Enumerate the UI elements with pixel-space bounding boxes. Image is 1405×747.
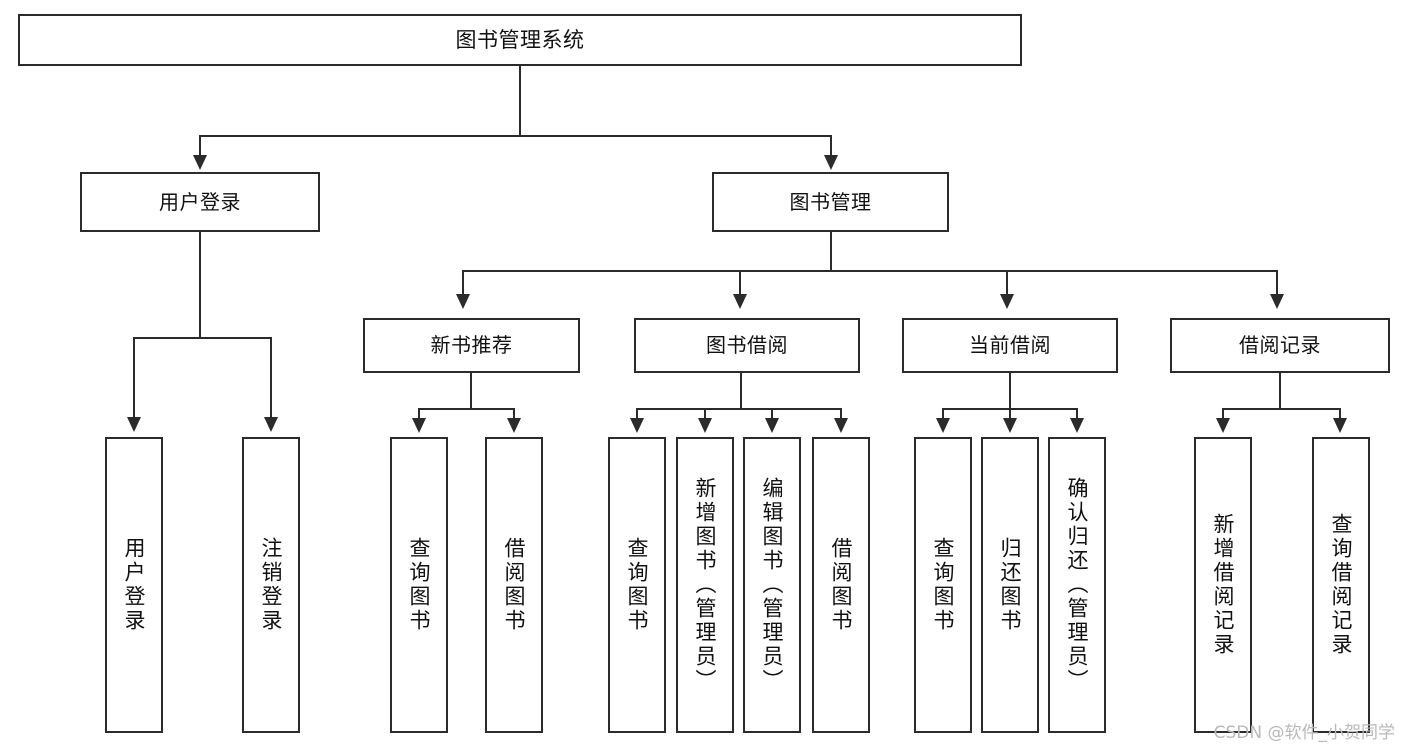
connector-user-login-drop-2 [270, 337, 272, 419]
node-leaf-borrow-book-1: 借阅图书 [485, 437, 543, 733]
arrow-to-new-book-rec [456, 294, 470, 309]
node-leaf-query-record: 查询借阅记录 [1312, 437, 1370, 733]
connector-new-book-rec-drop-1 [418, 408, 420, 420]
connector-borrow-record-drop-1 [1222, 408, 1224, 420]
connector-to-user-login [199, 135, 201, 157]
arrow-leaf-query-record [1333, 418, 1347, 433]
node-book-manage: 图书管理 [712, 172, 949, 232]
node-new-book-rec: 新书推荐 [363, 318, 580, 373]
node-leaf-confirm-return-label: 确认归还（管理员） [1065, 477, 1090, 693]
node-leaf-user-login-label: 用户登录 [122, 537, 147, 633]
node-leaf-user-login: 用户登录 [105, 437, 163, 733]
node-leaf-borrow-book-2-label: 借阅图书 [829, 537, 854, 633]
arrow-leaf-edit-book [765, 418, 779, 433]
arrow-leaf-query-book-1 [412, 418, 426, 433]
node-user-login: 用户登录 [80, 172, 320, 232]
node-leaf-confirm-return: 确认归还（管理员） [1048, 437, 1106, 733]
node-leaf-query-book-3-label: 查询图书 [931, 537, 956, 633]
node-current-borrow: 当前借阅 [902, 318, 1118, 373]
node-leaf-query-book-1: 查询图书 [390, 437, 448, 733]
connector-new-book-rec-bar [418, 408, 514, 410]
node-leaf-logout-label: 注销登录 [259, 537, 284, 633]
node-leaf-borrow-book-2: 借阅图书 [812, 437, 870, 733]
connector-current-borrow-drop-2 [1009, 408, 1011, 420]
node-root: 图书管理系统 [18, 14, 1022, 66]
arrow-to-current-borrow [1000, 294, 1014, 309]
node-leaf-add-book-label: 新增图书（管理员） [693, 477, 718, 693]
connector-book-borrow-bar [636, 408, 841, 410]
connector-level2-bar [199, 135, 831, 137]
arrow-leaf-query-book-2 [630, 418, 644, 433]
node-leaf-query-book-3: 查询图书 [914, 437, 972, 733]
connector-book-manage-stem [830, 232, 832, 272]
connector-level3-bar [462, 270, 1276, 272]
arrow-to-book-borrow [733, 294, 747, 309]
connector-to-current-borrow [1006, 270, 1008, 296]
arrow-leaf-add-book [698, 418, 712, 433]
node-new-book-rec-label: 新书推荐 [430, 333, 513, 357]
arrow-leaf-query-book-3 [936, 418, 950, 433]
connector-book-borrow-drop-1 [636, 408, 638, 420]
arrow-to-user-login [193, 155, 207, 170]
node-book-borrow-label: 图书借阅 [706, 333, 788, 357]
node-borrow-record: 借阅记录 [1170, 318, 1390, 373]
connector-to-book-manage [830, 135, 832, 157]
node-leaf-query-book-1-label: 查询图书 [407, 537, 432, 633]
connector-borrow-record-stem [1279, 373, 1281, 410]
node-leaf-query-book-2: 查询图书 [608, 437, 666, 733]
node-leaf-add-record-label: 新增借阅记录 [1211, 513, 1236, 657]
node-leaf-edit-book-label: 编辑图书（管理员） [760, 477, 785, 693]
connector-user-login-stem [199, 232, 201, 338]
node-leaf-query-record-label: 查询借阅记录 [1329, 513, 1354, 657]
connector-current-borrow-drop-1 [942, 408, 944, 420]
connector-borrow-record-bar [1222, 408, 1340, 410]
node-borrow-record-label: 借阅记录 [1239, 333, 1321, 357]
arrow-leaf-borrow-book-1 [507, 418, 521, 433]
watermark-text: CSDN @软件_小贺同学 [1213, 723, 1395, 743]
connector-book-borrow-stem [740, 373, 742, 410]
connector-new-book-rec-drop-2 [513, 408, 515, 420]
connector-book-borrow-drop-2 [704, 408, 706, 420]
node-leaf-borrow-book-1-label: 借阅图书 [502, 537, 527, 633]
connector-book-borrow-drop-3 [771, 408, 773, 420]
arrow-leaf-user-login [127, 417, 141, 432]
node-user-login-label: 用户登录 [159, 189, 241, 214]
arrow-leaf-confirm-return [1070, 418, 1084, 433]
connector-user-login-bar [133, 337, 271, 339]
node-leaf-add-book: 新增图书（管理员） [676, 437, 734, 733]
arrow-to-borrow-record [1270, 294, 1284, 309]
arrow-to-book-manage [824, 155, 838, 170]
node-current-borrow-label: 当前借阅 [969, 333, 1051, 357]
connector-new-book-rec-stem [470, 373, 472, 410]
connector-to-new-book-rec [462, 270, 464, 296]
connector-user-login-drop-1 [133, 337, 135, 419]
node-leaf-edit-book: 编辑图书（管理员） [743, 437, 801, 733]
node-leaf-return-book-label: 归还图书 [998, 537, 1023, 633]
arrow-leaf-logout [264, 417, 278, 432]
arrow-leaf-return-book [1003, 418, 1017, 433]
connector-to-book-borrow [739, 270, 741, 296]
node-leaf-return-book: 归还图书 [981, 437, 1039, 733]
connector-borrow-record-drop-2 [1339, 408, 1341, 420]
node-book-manage-label: 图书管理 [789, 189, 872, 214]
arrow-leaf-borrow-book-2 [834, 418, 848, 433]
node-book-borrow: 图书借阅 [634, 318, 860, 373]
connector-current-borrow-stem [1009, 373, 1011, 410]
node-leaf-query-book-2-label: 查询图书 [625, 537, 650, 633]
connector-book-borrow-drop-4 [840, 408, 842, 420]
connector-to-borrow-record [1276, 270, 1278, 296]
node-leaf-logout: 注销登录 [242, 437, 300, 733]
node-root-label: 图书管理系统 [455, 27, 585, 52]
arrow-leaf-add-record [1216, 418, 1230, 433]
node-leaf-add-record: 新增借阅记录 [1194, 437, 1252, 733]
connector-root-stem [519, 66, 521, 136]
connector-current-borrow-drop-3 [1076, 408, 1078, 420]
